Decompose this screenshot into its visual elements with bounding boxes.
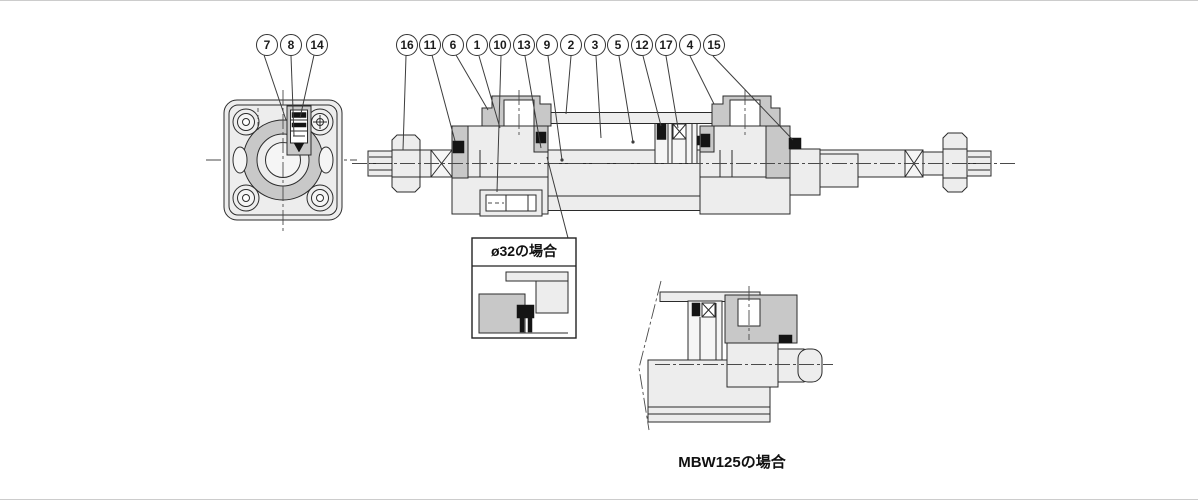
left-rod-seal	[452, 140, 465, 154]
mbw125-detail-caption: MBW125の場合	[678, 454, 786, 471]
tie-rod-boss-top-left	[232, 108, 260, 136]
side-pocket-right	[318, 146, 334, 174]
leader-3	[595, 55, 602, 139]
right-rod-cover	[699, 90, 859, 215]
tie-rod-boss-top-right	[306, 108, 334, 136]
leader-14	[299, 54, 315, 119]
right-cushion-seal	[700, 133, 711, 148]
leader-16	[402, 55, 407, 151]
detail-rod-seal	[778, 334, 793, 344]
leader-5	[618, 55, 634, 143]
leader-4	[689, 55, 715, 105]
cylinder-end-view	[206, 90, 357, 231]
callout-7: 7	[256, 34, 278, 56]
left-cushion-seal	[535, 131, 547, 144]
cushion-valve-assembly	[479, 189, 543, 217]
callout-14: 14	[306, 34, 328, 56]
leader-13	[524, 55, 542, 149]
leader-6	[455, 54, 489, 111]
callout-4: 4	[679, 34, 701, 56]
callout-15: 15	[703, 34, 725, 56]
right-rod-end-nut	[942, 132, 968, 193]
detail-piston-seal	[691, 302, 701, 317]
leader-8	[290, 55, 295, 137]
tie-rod-boss-bottom-left	[232, 184, 260, 212]
callout-10: 10	[489, 34, 511, 56]
mbw125-detail-view	[638, 280, 833, 431]
leader-12	[642, 55, 662, 127]
leader-1	[478, 55, 501, 129]
leader-lines	[263, 54, 794, 193]
callout-2: 2	[560, 34, 582, 56]
side-pocket-left	[232, 146, 248, 174]
bore32-inset-title: ø32の場合	[490, 243, 558, 259]
right-rod-boss	[789, 148, 821, 196]
inset-reference-line	[546, 156, 569, 239]
callout-5: 5	[607, 34, 629, 56]
callout-16: 16	[396, 34, 418, 56]
callout-17: 17	[655, 34, 677, 56]
leader-10	[496, 55, 502, 193]
callout-9: 9	[536, 34, 558, 56]
callout-3: 3	[584, 34, 606, 56]
piston-assembly	[654, 123, 706, 164]
right-cover-flange-section	[765, 125, 791, 179]
cylinder-main-section-view	[352, 90, 1015, 217]
bore32-seal	[516, 304, 535, 319]
right-rod-boss-step	[819, 153, 859, 188]
tie-rod-boss-bottom-right	[306, 184, 334, 212]
leader-17	[665, 55, 679, 129]
callout-8: 8	[280, 34, 302, 56]
piston-seal	[656, 123, 667, 140]
callout-6: 6	[442, 34, 464, 56]
detail-cover	[724, 294, 798, 344]
leader-2	[565, 55, 572, 115]
right-rod-seal	[788, 137, 802, 150]
cylinder-tube-exterior	[547, 163, 701, 211]
callout-13: 13	[513, 34, 535, 56]
callout-1: 1	[466, 34, 488, 56]
cushion-valve-end-view	[286, 105, 312, 156]
leader-7	[263, 54, 287, 121]
detail-piston	[687, 300, 723, 361]
detail-rod-end-cap	[797, 348, 823, 383]
right-cover-lower	[699, 176, 791, 215]
callout-11: 11	[419, 34, 441, 56]
bore32-seal-detail	[478, 271, 569, 334]
right-rod-end	[904, 132, 992, 193]
break-line	[638, 280, 662, 431]
callout-12: 12	[631, 34, 653, 56]
leader-9	[547, 55, 563, 161]
leader-11	[431, 54, 456, 142]
bore32-inset-box	[471, 156, 577, 339]
left-rod-cover	[451, 90, 552, 217]
leader-15	[712, 55, 794, 141]
